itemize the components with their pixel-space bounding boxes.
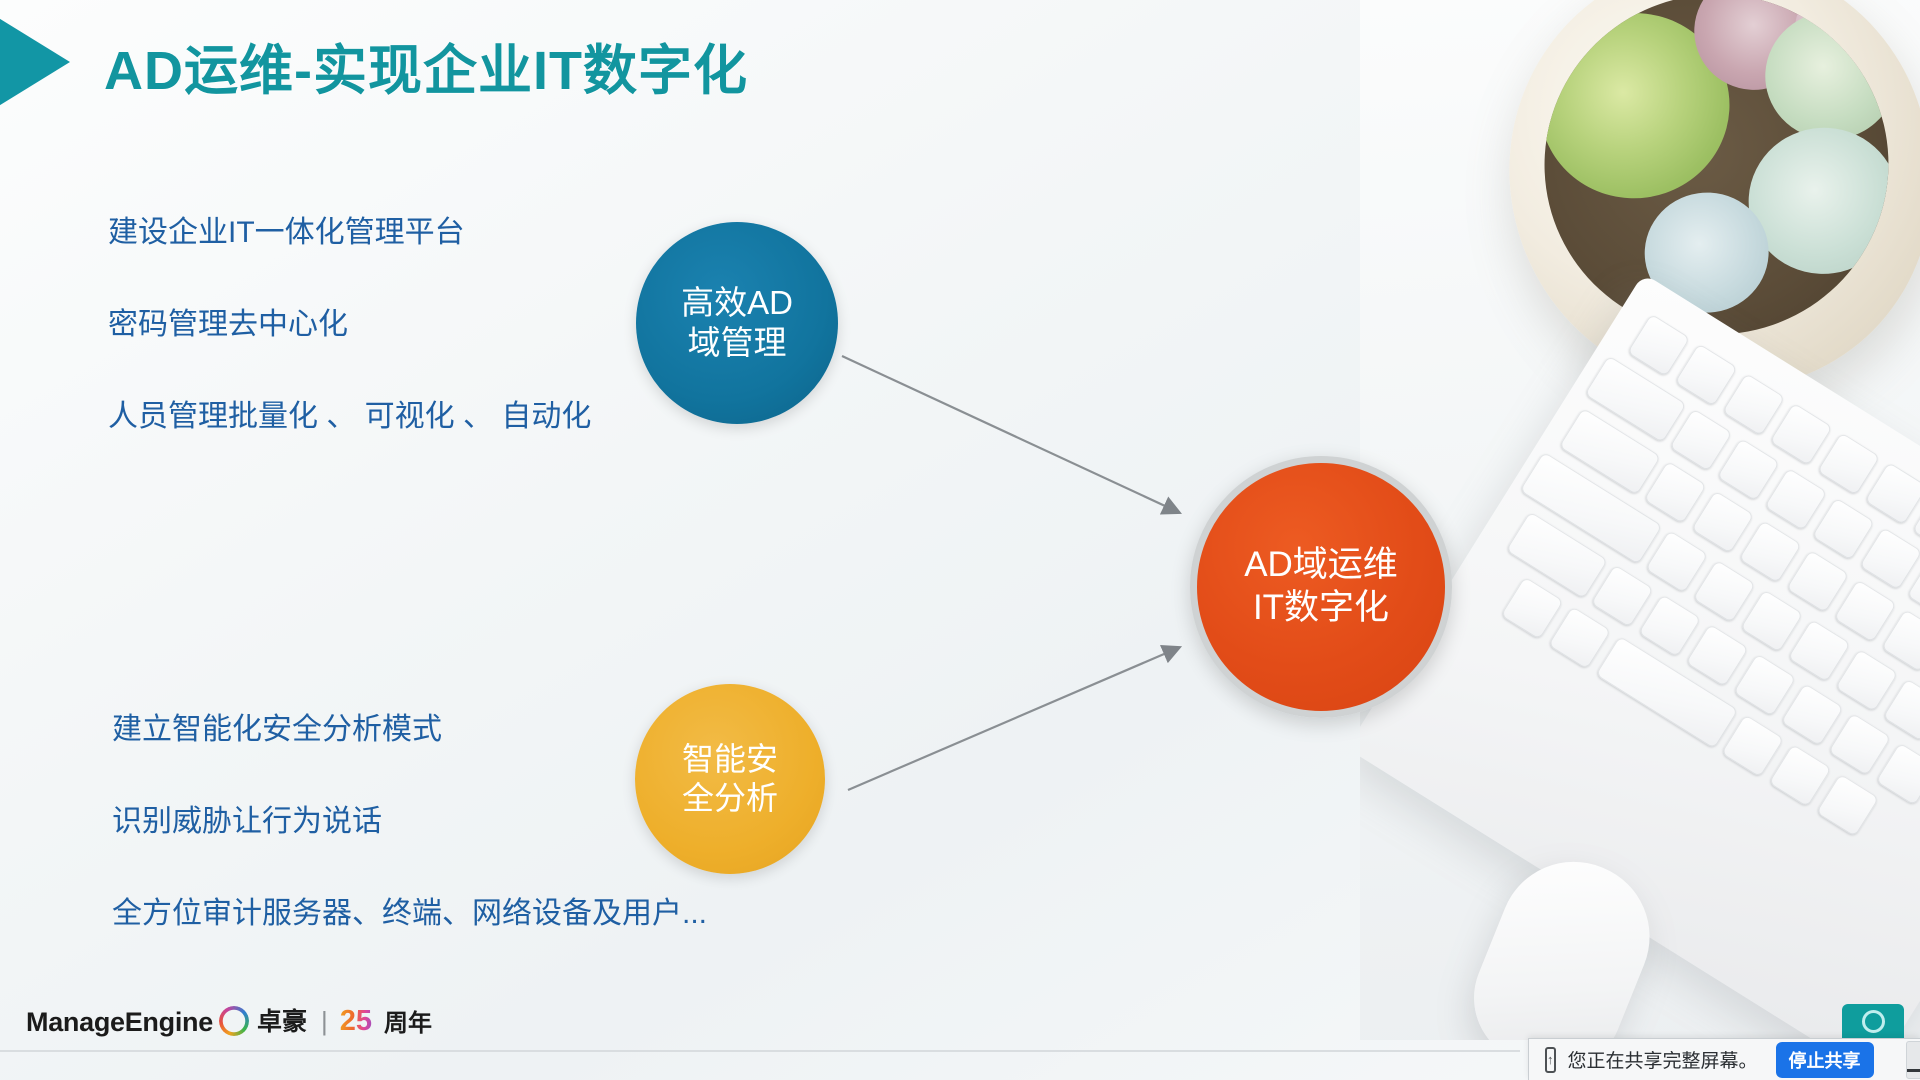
- logo-brand-text: ManageEngine: [26, 1007, 213, 1037]
- arrow-amber-to-center: [847, 644, 1183, 792]
- circle-orange-line2: IT数字化: [1252, 588, 1390, 627]
- circle-ad-digitalization[interactable]: AD域运维 IT数字化: [1190, 456, 1452, 718]
- logo-divider: |: [320, 1006, 328, 1036]
- circle-amber-line1: 智能安: [681, 740, 778, 777]
- circle-efficient-ad[interactable]: 高效AD 域管理: [636, 222, 838, 424]
- bullet-list-top: 建设企业IT一体化管理平台 密码管理去中心化 人员管理批量化 、 可视化 、 自…: [108, 218, 591, 494]
- bullet-item: 建设企业IT一体化管理平台: [108, 216, 465, 249]
- circle-amber-line2: 全分析: [681, 780, 778, 816]
- logo-years: 25: [339, 1005, 372, 1037]
- plant-soil: [1522, 0, 1911, 357]
- swoosh-icon: [218, 1006, 249, 1036]
- screen-share-icon: ↑: [1545, 1046, 1556, 1073]
- manageengine-logo: ManageEngine 卓豪 | 25 周年: [26, 1002, 432, 1038]
- bullet-item: 密码管理去中心化: [108, 308, 348, 341]
- stop-sharing-button[interactable]: 停止共享: [1775, 1041, 1874, 1078]
- minimize-button[interactable]: [1905, 1040, 1920, 1079]
- title-arrow-icon: [0, 14, 70, 110]
- meeting-tab[interactable]: [1842, 1004, 1904, 1038]
- circle-blue-line2: 域管理: [687, 324, 787, 361]
- share-status-text: 您正在共享完整屏幕。: [1567, 1051, 1758, 1072]
- arrow-blue-to-center: [841, 355, 1182, 515]
- screen-share-bar: ↑ 您正在共享完整屏幕。 停止共享: [1528, 1038, 1920, 1080]
- bullet-item: 建立智能化安全分析模式: [112, 713, 442, 746]
- footer-divider: [0, 1050, 1520, 1052]
- bullet-item: 全方位审计服务器、终端、网络设备及用户...: [112, 897, 708, 930]
- logo-anniversary: 周年: [383, 1010, 432, 1037]
- circle-smart-security[interactable]: 智能安 全分析: [635, 684, 825, 874]
- bullet-item: 识别威胁让行为说话: [112, 805, 382, 838]
- bullet-item: 人员管理批量化 、 可视化 、 自动化: [108, 400, 592, 433]
- page-title: AD运维-实现企业IT数字化: [104, 41, 748, 101]
- decorative-photo-area: [1360, 0, 1920, 1040]
- circle-blue-line1: 高效AD: [681, 283, 793, 321]
- bullet-list-bottom: 建立智能化安全分析模式 识别威胁让行为说话 全方位审计服务器、终端、网络设备及用…: [112, 715, 707, 991]
- logo-brand-cn: 卓豪: [256, 1008, 307, 1036]
- circle-orange-line1: AD域运维: [1244, 545, 1398, 585]
- meeting-dot-icon: [1861, 1009, 1885, 1033]
